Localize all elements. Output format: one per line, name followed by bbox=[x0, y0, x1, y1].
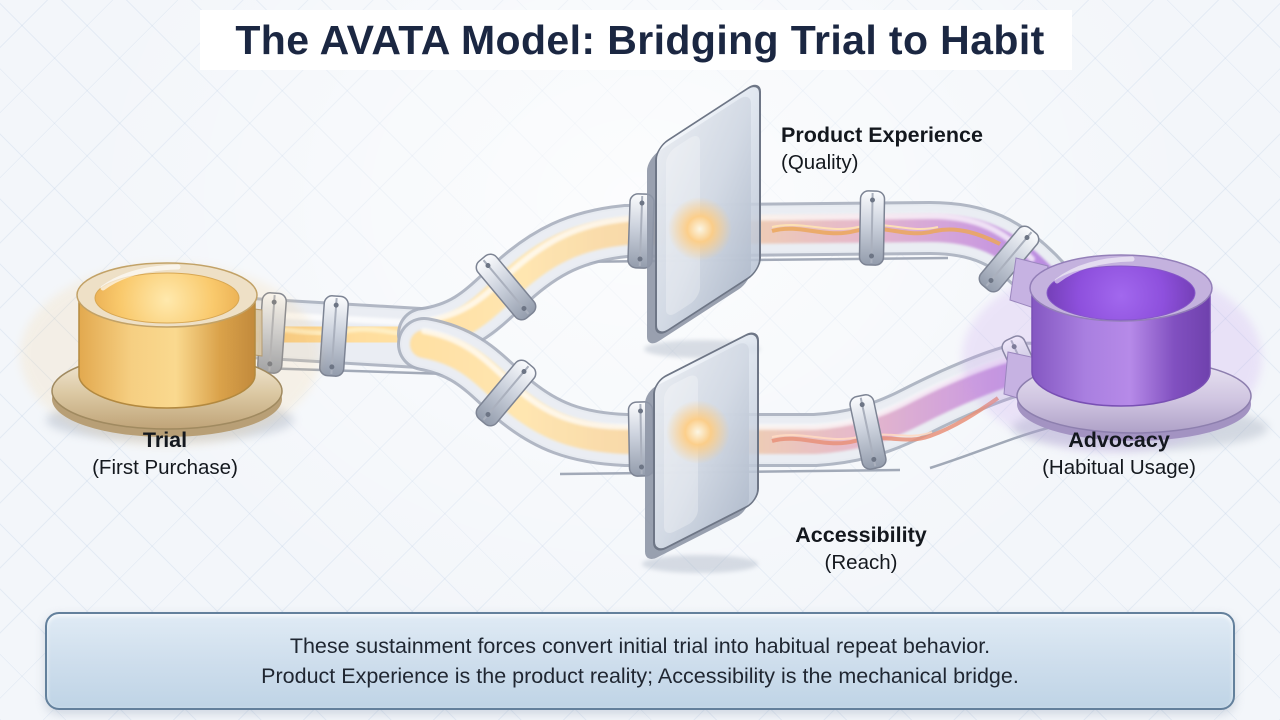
advocacy-label: Advocacy bbox=[1068, 428, 1170, 452]
accessibility-label-group: Accessibility (Reach) bbox=[761, 522, 961, 575]
advocacy-label-group: Advocacy (Habitual Usage) bbox=[1019, 427, 1219, 480]
pipe-collar bbox=[978, 225, 1040, 293]
product-experience-sublabel: (Quality) bbox=[781, 151, 859, 175]
caption-line-1: These sustainment forces convert initial… bbox=[289, 633, 991, 658]
pipe-collar bbox=[475, 253, 537, 321]
caption-box: These sustainment forces convert initial… bbox=[45, 612, 1235, 710]
flow-glow-lower bbox=[666, 400, 730, 464]
panel-shadow bbox=[642, 555, 758, 573]
trial-sublabel: (First Purchase) bbox=[92, 456, 238, 480]
pipe-collar bbox=[858, 190, 886, 266]
flow-glow-upper bbox=[668, 197, 732, 261]
trial-label: Trial bbox=[142, 428, 188, 452]
pipe-collar bbox=[319, 295, 349, 377]
trial-tank bbox=[20, 262, 320, 447]
trial-label-group: Trial (First Purchase) bbox=[65, 427, 265, 480]
title-band bbox=[200, 10, 1072, 70]
product-experience-label: Product Experience bbox=[781, 123, 983, 147]
pipe-collar bbox=[849, 394, 887, 470]
product-experience-label-group: Product Experience (Quality) bbox=[781, 122, 983, 175]
caption-line-2: Product Experience is the product realit… bbox=[261, 663, 1019, 688]
page-title: The AVATA Model: Bridging Trial to Habit bbox=[235, 17, 1045, 63]
pipe-collar bbox=[475, 359, 537, 427]
accessibility-sublabel: (Reach) bbox=[824, 551, 898, 575]
advocacy-tank bbox=[962, 254, 1268, 453]
accessibility-label: Accessibility bbox=[795, 523, 927, 547]
advocacy-sublabel: (Habitual Usage) bbox=[1042, 456, 1196, 480]
